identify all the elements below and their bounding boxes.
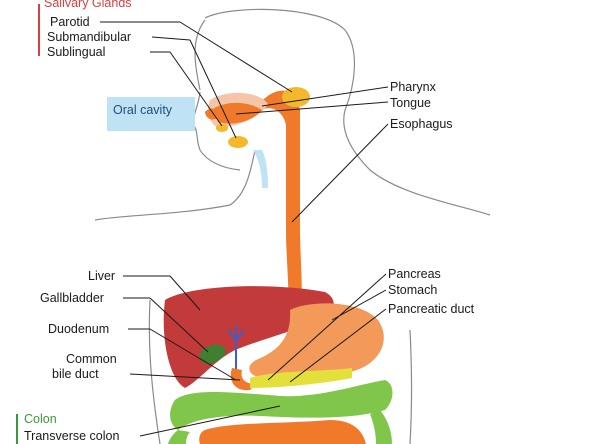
esophagus-shape	[258, 91, 302, 320]
label-tongue: Tongue	[390, 96, 431, 110]
airway	[253, 150, 268, 188]
label-common-bile-duct-line1: Common	[66, 352, 117, 366]
label-pancreas: Pancreas	[388, 267, 441, 281]
label-liver: Liver	[88, 269, 115, 283]
label-parotid: Parotid	[50, 15, 90, 29]
ascending-colon-shape	[168, 430, 190, 444]
label-duodenum: Duodenum	[48, 322, 109, 336]
parotid-gland	[282, 87, 310, 107]
salivary-section-bar	[38, 4, 40, 56]
colon-section-bar	[16, 414, 18, 444]
label-oral-cavity: Oral cavity	[113, 103, 172, 117]
colon-section-title: Colon	[24, 412, 57, 426]
label-gallbladder: Gallbladder	[40, 291, 104, 305]
label-esophagus: Esophagus	[390, 117, 453, 131]
descending-colon-shape	[370, 410, 392, 444]
label-common-bile-duct-line2: bile duct	[52, 367, 99, 381]
label-transverse-colon: Transverse colon	[24, 429, 119, 443]
label-submandibular: Submandibular	[47, 30, 131, 44]
label-stomach: Stomach	[388, 283, 437, 297]
label-pharynx: Pharynx	[390, 80, 436, 94]
small-intestine-shape	[199, 420, 366, 444]
submandibular-gland	[228, 136, 248, 148]
salivary-section-title: Salivary Glands	[44, 0, 132, 10]
oral-cavity-box: Oral cavity	[107, 97, 195, 131]
label-sublingual: Sublingual	[47, 45, 105, 59]
label-pancreatic-duct: Pancreatic duct	[388, 302, 474, 316]
